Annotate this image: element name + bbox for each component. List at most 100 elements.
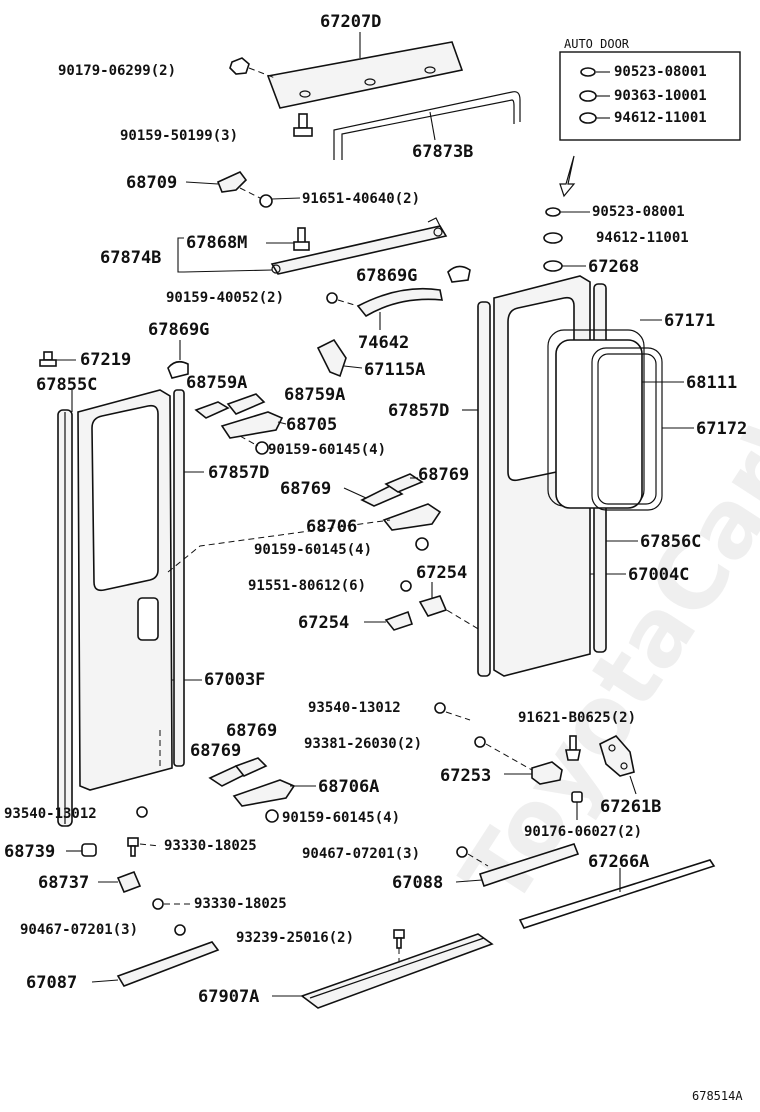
screw-90159-40052-icon [326,292,338,304]
label-67171: 67171 [664,311,715,331]
part-68739-bumper [81,843,97,857]
label-67874b: 67874B [100,248,161,268]
label-67869g-top: 67869G [356,266,417,286]
part-67261b-bracket [599,735,635,777]
label-93540-13012-a: 93540-13012 [4,806,97,822]
label-93330-18025-a: 93330-18025 [164,838,257,854]
arrow-down-icon [559,155,576,198]
part-68111-glass [555,339,643,509]
label-67855c: 67855C [36,375,97,395]
part-67115a-bracket [316,338,347,378]
label-91651-40640: 91651-40640(2) [302,191,420,207]
part-67219-plug [39,351,57,367]
label-93330-18025-b: 93330-18025 [194,896,287,912]
label-90159-60145-b: 90159-60145(4) [254,542,372,558]
label-68111: 68111 [686,373,737,393]
bolt-93381-icon [474,736,486,748]
label-68769-c: 68769 [226,721,277,741]
label-68739: 68739 [4,842,55,862]
label-67857d-left: 67857D [208,463,269,483]
part-68759a-pads [194,393,266,419]
inset-title: AUTO DOOR [564,37,630,51]
bolt-91621-icon [565,735,581,761]
label-94612-11001: 94612-11001 [596,230,689,246]
bolt-93540-right-icon [434,702,446,714]
label-68759a-2: 68759A [284,385,345,405]
label-67873b: 67873B [412,142,473,162]
label-68709: 68709 [126,173,177,193]
label-67907a: 67907A [198,987,259,1007]
label-67254-a: 67254 [416,563,467,583]
part-67268-icon [543,260,563,272]
label-67088: 67088 [392,873,443,893]
label-67857d-right: 67857D [388,401,449,421]
part-67088-scuff [478,843,580,888]
label-67261b: 67261B [600,797,661,817]
label-93381-26030: 93381-26030(2) [304,736,422,752]
part-67857d-left-strip [173,389,185,767]
label-67869g-left: 67869G [148,320,209,340]
part-74642-handle [356,287,443,318]
part-68769-pads-low [208,757,268,787]
screw-93239-icon [393,929,405,949]
inset-item-2: 90363-10001 [614,88,707,104]
inset-item-1: 90523-08001 [614,64,707,80]
label-93239-25016: 93239-25016(2) [236,930,354,946]
part-67869g-left-cap [167,360,189,379]
bolt-90159-60145-a-icon [255,441,269,455]
part-68709-bracket [216,171,248,193]
label-90159-60145-c: 90159-60145(4) [282,810,400,826]
label-67266a: 67266A [588,852,649,872]
part-67855c-weatherstrip [57,409,73,827]
figure-code: 678514A [692,1089,743,1103]
auto-door-inset [559,51,741,141]
bolt-90159-50199-icon [293,113,313,137]
label-68769-b: 68769 [418,465,469,485]
label-67207d: 67207D [320,12,381,32]
part-67874b-bar [270,217,448,275]
label-90467-07201-b: 90467-07201(3) [302,846,420,862]
label-91621-b0625: 91621-B0625(2) [518,710,636,726]
part-68706a-hinge [232,779,296,807]
label-68769-a: 68769 [280,479,331,499]
label-67004c: 67004C [628,565,689,585]
bolt-91551-icon [400,580,412,592]
label-68737: 68737 [38,873,89,893]
label-67172: 67172 [696,419,747,439]
part-68705-hinge [220,411,284,439]
label-67115a: 67115A [364,360,425,380]
label-67219: 67219 [80,350,131,370]
label-90179-06299: 90179-06299(2) [58,63,176,79]
screw-93330-b-icon [152,898,164,910]
part-67907a-step [300,933,494,1009]
label-90176-06027: 90176-06027(2) [524,824,642,840]
bolt-90159-60145-c-icon [265,809,279,823]
label-74642: 74642 [358,333,409,353]
part-67868m-stud [293,227,310,251]
label-68769-d: 68769 [190,741,241,761]
label-90159-60145-a: 90159-60145(4) [268,442,386,458]
label-67868m: 67868M [186,233,247,253]
label-68705: 68705 [286,415,337,435]
screw-90467-b-icon [456,846,468,858]
label-93540-13012-b: 93540-13012 [308,700,401,716]
label-90523-08001: 90523-08001 [592,204,685,220]
nut-90179-icon [229,57,250,75]
label-68706: 68706 [306,517,357,537]
bolt-90159-60145-b-icon [415,537,429,551]
part-67857d-right-strip [477,301,491,677]
screw-90467-a-icon [174,924,186,936]
part-67253-block [531,761,563,785]
nut-90176-icon [571,791,583,803]
label-91551-80612: 91551-80612(6) [248,578,366,594]
label-67253: 67253 [440,766,491,786]
inset-item-3: 94612-11001 [614,110,707,126]
bolt-93540-left-icon [136,806,148,818]
part-94612-11001-icon [543,232,563,244]
screw-93330-a-icon [127,837,139,857]
label-67268: 67268 [588,257,639,277]
label-67856c: 67856C [640,532,701,552]
part-68706-hinge [382,503,442,531]
